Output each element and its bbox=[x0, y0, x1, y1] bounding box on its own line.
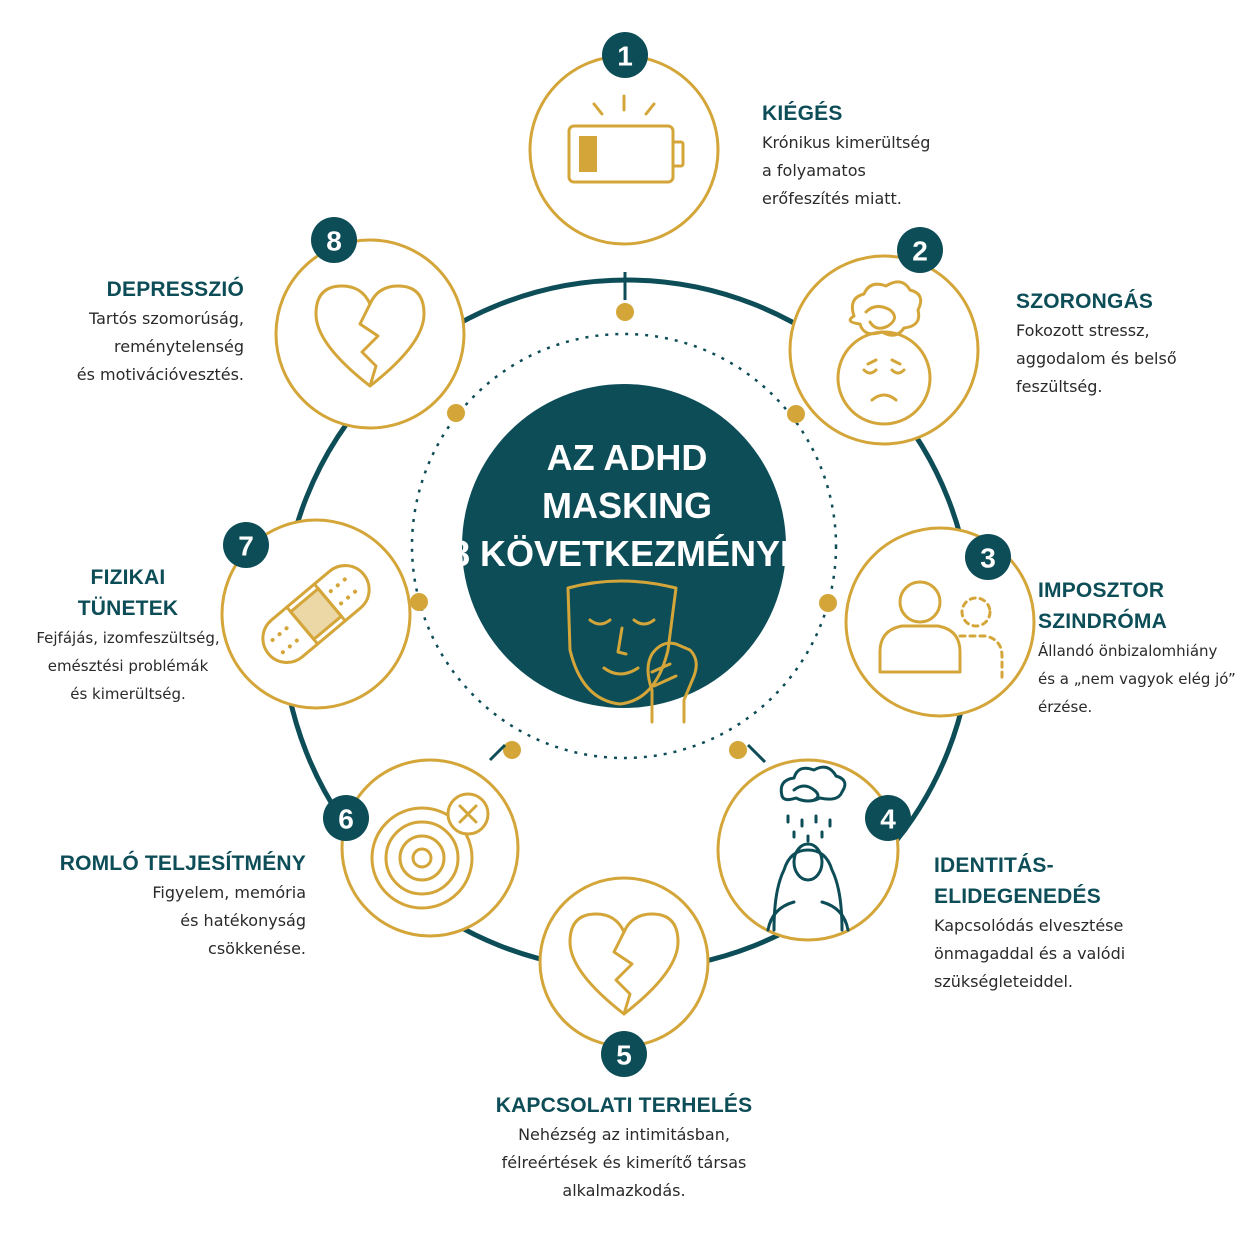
item-1-number: 1 bbox=[617, 41, 633, 72]
impostor-person-icon bbox=[878, 580, 1004, 680]
item-8-title: DEPRESSZIÓ bbox=[106, 278, 244, 301]
connector-links bbox=[488, 272, 767, 764]
item-2-title: SZORONGÁS bbox=[1016, 290, 1154, 313]
item-3-badge bbox=[965, 534, 1011, 580]
item-7-description: Fejfájás, izomfeszültség,emésztési probl… bbox=[36, 629, 220, 703]
item-7-number: 7 bbox=[238, 531, 254, 562]
item-5-description: Nehézség az intimitásban,félreértések és… bbox=[501, 1125, 747, 1200]
item-7-badge bbox=[223, 522, 269, 568]
item-2-circle bbox=[788, 254, 980, 446]
center-title-line-3: 8 KÖVETKEZMÉNYE bbox=[450, 533, 804, 574]
item-6-circle bbox=[340, 758, 520, 938]
item-8-label: DEPRESSZIÓ Tartós szomorúság,reménytelen… bbox=[40, 274, 244, 389]
inner-dotted-ring bbox=[410, 332, 838, 760]
item-8-badge bbox=[311, 217, 357, 263]
broken-heart-icon bbox=[568, 912, 680, 1016]
item-3-node: 3 bbox=[844, 526, 1036, 718]
item-8-node: 8 bbox=[274, 217, 466, 430]
center-title-line-2: MASKING bbox=[542, 485, 712, 526]
item-8-circle bbox=[274, 238, 466, 430]
item-2-badge bbox=[897, 227, 943, 273]
item-1-circle bbox=[528, 54, 720, 246]
item-6-title: ROMLÓ TELJESÍTMÉNY bbox=[59, 852, 306, 875]
item-2-label: SZORONGÁS Fokozott stressz,aggodalom és … bbox=[1016, 286, 1177, 401]
connector-dots bbox=[410, 303, 837, 759]
item-4-number: 4 bbox=[880, 804, 896, 835]
item-2-number: 2 bbox=[912, 236, 928, 267]
item-3-number: 3 bbox=[980, 543, 996, 574]
item-4-title: IDENTITÁS-ELIDEGENEDÉS bbox=[934, 854, 1101, 908]
woman-rain-cloud-icon bbox=[766, 765, 850, 932]
bandage-icon bbox=[261, 564, 371, 664]
item-1-badge bbox=[602, 32, 648, 78]
item-5-title: KAPCSOLATI TERHELÉS bbox=[495, 1094, 753, 1117]
item-4-badge bbox=[865, 795, 911, 841]
item-1-node: 1 bbox=[528, 32, 720, 246]
item-1-title: KIÉGÉS bbox=[762, 102, 843, 125]
missed-target-icon bbox=[370, 792, 490, 910]
item-8-number: 8 bbox=[326, 226, 342, 257]
item-7-circle bbox=[220, 518, 412, 710]
item-6-node: 6 bbox=[323, 758, 520, 938]
center-title-line-1: AZ ADHD bbox=[547, 437, 708, 478]
center-disc bbox=[462, 384, 786, 708]
item-6-number: 6 bbox=[338, 804, 354, 835]
battery-low-icon bbox=[567, 94, 685, 184]
broken-heart-icon bbox=[314, 284, 426, 388]
item-6-badge bbox=[323, 795, 369, 841]
item-5-circle bbox=[538, 876, 710, 1048]
anxious-face-icon bbox=[836, 280, 932, 426]
item-5-node: 5 bbox=[538, 876, 710, 1077]
item-4-label: IDENTITÁS-ELIDEGENEDÉS Kapcsolódás elves… bbox=[934, 850, 1125, 996]
item-4-node: 4 bbox=[716, 758, 911, 942]
item-5-label: KAPCSOLATI TERHELÉS Nehézség az intimitá… bbox=[424, 1090, 824, 1205]
item-5-badge bbox=[601, 1031, 647, 1077]
item-7-node: 7 bbox=[220, 518, 412, 710]
item-5-number: 5 bbox=[616, 1040, 632, 1071]
mask-icon bbox=[566, 579, 698, 724]
item-2-node: 2 bbox=[788, 227, 980, 446]
